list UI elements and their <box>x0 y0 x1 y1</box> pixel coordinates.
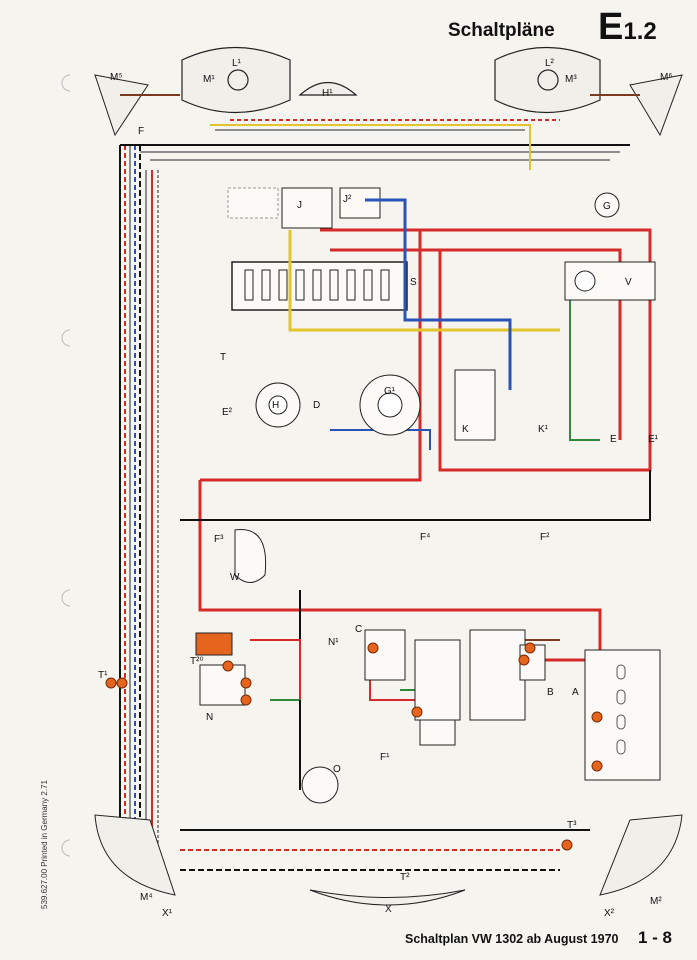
flasher-unit <box>195 632 233 656</box>
rear-lamp-left <box>94 814 176 896</box>
label-N: N <box>206 712 213 723</box>
label-X2: X² <box>604 908 615 919</box>
label-K: K <box>462 424 469 435</box>
rear-lamp-right <box>599 814 683 896</box>
label-O: O <box>333 764 341 775</box>
starter-B <box>469 629 546 721</box>
label-X: X <box>385 904 392 915</box>
license-lamp <box>309 889 466 906</box>
turn-signal-front-right <box>629 74 683 137</box>
instrument-cluster <box>454 369 496 441</box>
label-G1: G¹ <box>384 386 396 397</box>
page-code: E1.2 <box>598 6 657 49</box>
label-F3: F³ <box>214 534 224 545</box>
ignition-switch-D <box>359 374 421 436</box>
label-E1: E¹ <box>648 434 659 445</box>
label-F2: F² <box>540 532 550 543</box>
page-code-letter: E <box>598 6 624 48</box>
label-T: T <box>220 352 226 363</box>
label-M5: M⁵ <box>110 72 122 83</box>
harness-top <box>120 119 630 170</box>
label-B: B <box>547 687 554 698</box>
label-M4: M⁴ <box>140 892 153 903</box>
page-title: Schaltpläne <box>448 20 555 41</box>
page-number: 1 - 8 <box>638 928 673 947</box>
label-M3: M³ <box>565 74 577 85</box>
label-M2: M² <box>650 896 662 907</box>
label-F1: F¹ <box>380 752 390 763</box>
label-T20: T²⁰ <box>190 656 203 667</box>
sender-G <box>594 192 620 218</box>
label-W: W <box>230 572 240 583</box>
label-T1: T¹ <box>98 670 108 681</box>
distributor-O <box>301 766 339 804</box>
page-code-number: 1.2 <box>623 18 657 45</box>
label-K1: K¹ <box>538 424 549 435</box>
steering-switch-E2 <box>255 382 301 428</box>
turn-signal-front-left <box>94 74 149 137</box>
wiper-motor-V <box>564 261 656 301</box>
washer-W <box>234 529 267 583</box>
binder-holes <box>61 74 71 857</box>
label-V: V <box>625 277 632 288</box>
label-J2: J² <box>343 194 352 205</box>
headlamp-left <box>181 47 291 113</box>
label-L2: L² <box>545 58 555 69</box>
label-E: E <box>610 434 617 445</box>
voltage-regulator-C <box>364 629 406 681</box>
footer-title: Schaltplan VW 1302 ab August 1970 <box>405 932 619 946</box>
label-G: G <box>603 201 611 212</box>
label-F: F <box>138 126 144 137</box>
label-F4: F⁴ <box>420 532 430 543</box>
label-M1: M¹ <box>203 74 215 85</box>
label-E2: E² <box>222 407 233 418</box>
relay-J <box>281 187 333 229</box>
generator <box>414 639 461 746</box>
label-N1: N¹ <box>328 637 339 648</box>
label-T2: T² <box>400 872 410 883</box>
label-D: D <box>313 400 320 411</box>
print-note: 539.627.00 Printed in Germany 2.71 <box>39 780 49 909</box>
label-H: H <box>272 400 279 411</box>
orange-connectors <box>105 642 603 851</box>
label-J: J <box>297 200 302 211</box>
label-L1: L¹ <box>232 58 242 69</box>
label-C: C <box>355 624 362 635</box>
component-labels: L¹ L² M⁵ M⁶ M¹ M³ H¹ F J J² G V S T E² H… <box>98 58 672 919</box>
label-A: A <box>572 687 579 698</box>
label-S: S <box>410 277 417 288</box>
label-M6: M⁶ <box>660 72 672 83</box>
headlamp-right <box>494 47 601 113</box>
label-X1: X¹ <box>162 908 173 919</box>
dim-box <box>227 187 279 219</box>
fuse-box <box>231 261 408 311</box>
label-T3: T³ <box>567 820 577 831</box>
harness-left <box>119 145 159 860</box>
label-H1: H¹ <box>322 88 333 99</box>
ignition-coil-N <box>199 664 246 706</box>
relay-J2 <box>339 187 381 219</box>
horn <box>298 82 358 96</box>
